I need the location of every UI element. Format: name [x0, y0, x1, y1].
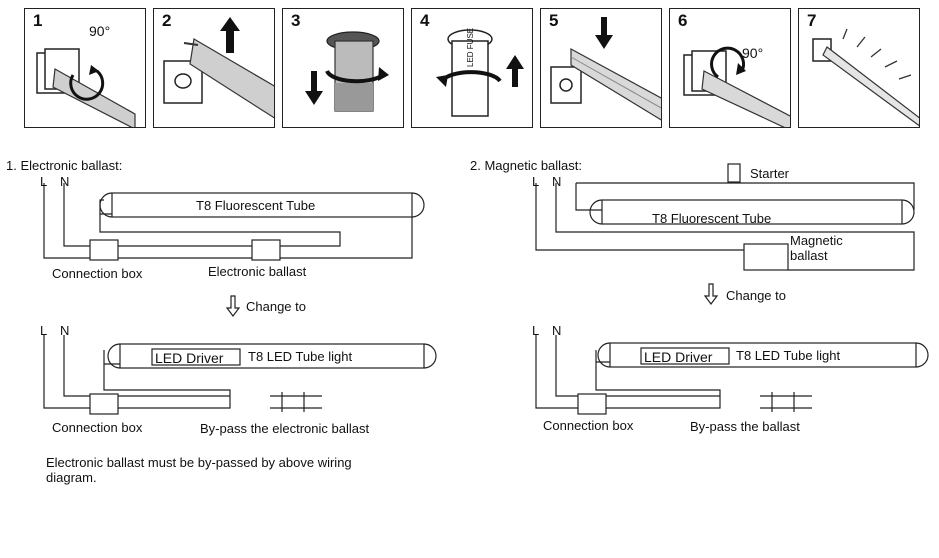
step-panel-2: 2	[153, 8, 275, 128]
bypass-symbol	[270, 392, 322, 412]
connection-box-label: Connection box	[543, 418, 634, 433]
line-label: L	[532, 174, 540, 189]
bypass-label: By-pass the ballast	[690, 419, 800, 434]
fluorescent-tube-magnetic	[601, 199, 903, 225]
starter-shape	[727, 163, 741, 183]
neutral-label: N	[60, 323, 70, 338]
change-to-label: Change to	[246, 299, 306, 314]
fluorescent-tube-label: T8 Fluorescent Tube	[652, 211, 772, 226]
step-3-illustration	[305, 31, 389, 112]
line-label: L	[532, 323, 540, 338]
led-driver-label: LED Driver	[644, 349, 713, 365]
starter-label: Starter	[750, 166, 790, 181]
fluorescent-tube-label: T8 Fluorescent Tube	[196, 198, 316, 213]
step-number: 1	[33, 11, 43, 30]
step-2-illustration	[163, 17, 274, 119]
magnetic-ballast-label: Magnetic	[790, 233, 843, 248]
step-panel-5: 5	[540, 8, 662, 128]
bypass-label: By-pass the electronic ballast	[200, 421, 370, 436]
electronic-ballast-label: Electronic ballast	[208, 264, 307, 279]
led-tube-electronic	[107, 343, 437, 369]
step-number: 4	[420, 11, 430, 30]
magnetic-heading: 2. Magnetic ballast:	[470, 158, 583, 173]
step-number: 6	[678, 11, 688, 30]
rotation-angle-label: 90°	[89, 23, 111, 39]
step-number: 2	[162, 11, 172, 30]
connection-box-shape	[577, 393, 607, 415]
step-1-illustration	[36, 48, 136, 127]
electronic-heading: 1. Electronic ballast:	[6, 158, 123, 173]
change-to-label: Change to	[726, 288, 786, 303]
line-label: L	[40, 174, 48, 189]
magnetic-ballast-label: ballast	[790, 248, 828, 263]
neutral-label: N	[552, 323, 562, 338]
rotation-angle-label: 90°	[742, 45, 764, 61]
fluorescent-tube-electronic	[99, 192, 425, 218]
led-tube-label: T8 LED Tube light	[248, 349, 353, 364]
change-arrow-icon	[225, 295, 241, 317]
step-panel-4: 4 LED FUSE	[411, 8, 533, 128]
electronic-ballast-shape	[251, 239, 281, 261]
step-6-illustration	[683, 46, 790, 127]
line-label: L	[40, 323, 48, 338]
connection-box-shape	[89, 239, 119, 261]
connection-box-label: Connection box	[52, 266, 143, 281]
connection-box-shape	[89, 393, 119, 415]
step-7-illustration	[812, 28, 919, 127]
led-tube-label: T8 LED Tube light	[736, 348, 841, 363]
step-4-illustration	[436, 29, 524, 117]
connection-box-label: Connection box	[52, 420, 143, 435]
bypass-note: Electronic ballast must be by-passed by …	[46, 455, 352, 485]
change-arrow-icon	[703, 283, 719, 305]
neutral-label: N	[552, 174, 562, 189]
step-number: 3	[291, 11, 301, 30]
step-panel-7: 7	[798, 8, 920, 128]
magnetic-ballast-shape	[743, 243, 789, 271]
step-5-illustration	[550, 17, 661, 121]
step-number: 7	[807, 11, 817, 30]
step-number: 5	[549, 11, 559, 30]
neutral-label: N	[60, 174, 70, 189]
installation-steps: 1 90° 2 3 4 LED F	[24, 8, 928, 130]
step-panel-3: 3	[282, 8, 404, 128]
step-panel-6: 6 90°	[669, 8, 791, 128]
led-tube-magnetic	[597, 342, 929, 368]
step-panel-1: 1 90°	[24, 8, 146, 128]
bypass-symbol	[760, 392, 812, 412]
led-driver-label: LED Driver	[155, 350, 224, 366]
